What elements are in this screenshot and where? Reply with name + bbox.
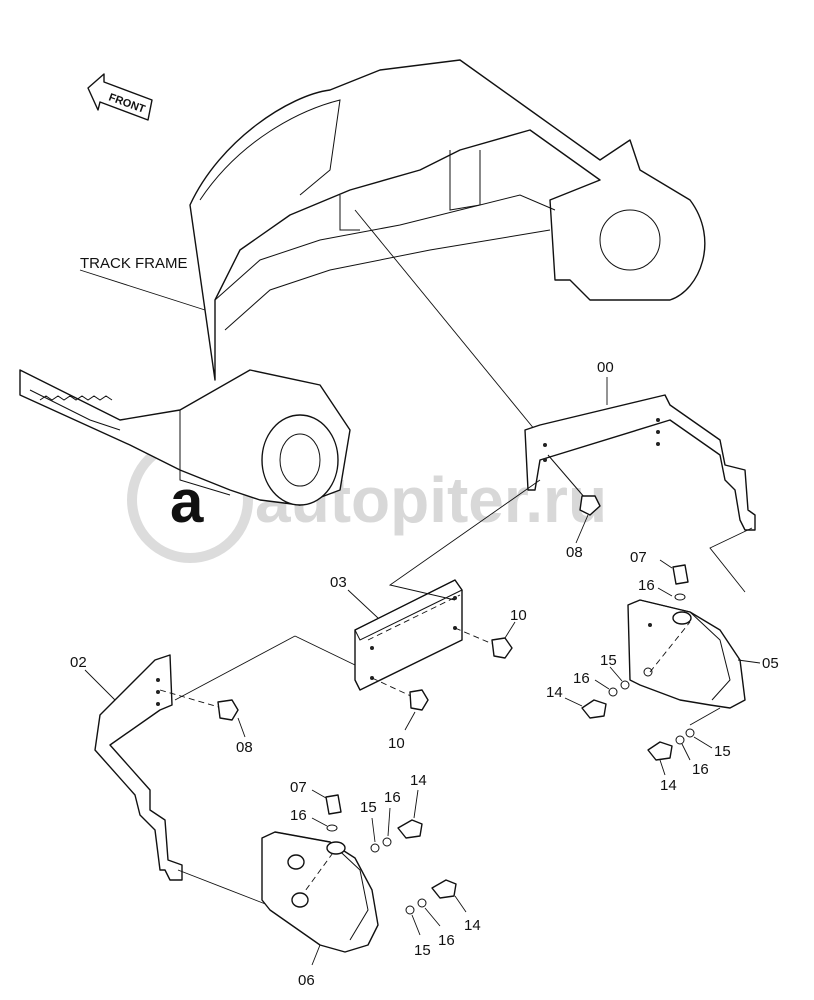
bolt-08-lower: 08 [159, 689, 253, 756]
link-03-02b [174, 635, 296, 701]
link-02-06 [177, 869, 269, 906]
label-14-upper-a: 14 [546, 684, 563, 701]
fasteners-06-upper: 15 16 14 [360, 772, 427, 853]
label-14-lower-b: 14 [464, 917, 481, 934]
bolt-07-upper: 07 16 [630, 549, 689, 601]
label-10-upper: 10 [510, 607, 527, 624]
label-08-lower: 08 [236, 739, 253, 756]
front-arrow-icon: FRONT [87, 73, 153, 121]
label-05: 05 [762, 655, 779, 672]
leader-frame-to-00 [354, 209, 536, 431]
label-10-lower: 10 [388, 735, 405, 752]
label-08-upper: 08 [566, 544, 583, 561]
track-frame: TRACK FRAME [19, 59, 706, 506]
part-00-cover-bracket: 00 [524, 359, 756, 531]
svg-text:a: a [170, 468, 204, 535]
label-16-upper-a: 16 [638, 577, 655, 594]
part-05-cover: 05 [627, 599, 779, 709]
bolt-10-lower: 10 [371, 677, 429, 752]
label-15-lower-a: 15 [360, 799, 377, 816]
label-06: 06 [298, 972, 315, 989]
bolt-08-upper: 08 [547, 454, 601, 561]
label-14-lower-a: 14 [410, 772, 427, 789]
track-frame-label: TRACK FRAME [80, 255, 188, 272]
label-16-lower-a: 16 [290, 807, 307, 824]
label-07-lower: 07 [290, 779, 307, 796]
label-00: 00 [597, 359, 614, 376]
label-03: 03 [330, 574, 347, 591]
part-03-plate: 03 [330, 574, 463, 691]
label-07-upper: 07 [630, 549, 647, 566]
label-15-upper-b: 15 [714, 743, 731, 760]
label-15-upper: 15 [600, 652, 617, 669]
label-16-upper-b: 16 [573, 670, 590, 687]
label-16-upper-c: 16 [692, 761, 709, 778]
bolt-07-lower: 07 16 [290, 779, 342, 832]
bolt-10-upper: 10 [454, 607, 527, 659]
leader-05-washers [689, 707, 721, 726]
label-14-upper-b: 14 [660, 777, 677, 794]
label-16-lower-c: 16 [438, 932, 455, 949]
link-00-03 [388, 479, 541, 601]
part-06-cover: 06 [261, 831, 379, 989]
fasteners-05-left: 15 16 14 [546, 652, 630, 719]
fasteners-05-lower: 15 16 14 [647, 728, 731, 794]
link-00-05 [709, 527, 753, 593]
part-02-cover-bracket: 02 [70, 654, 183, 881]
fasteners-06-lower: 15 16 14 [405, 879, 481, 959]
label-15-lower-b: 15 [414, 942, 431, 959]
link-03-02 [294, 635, 356, 666]
label-16-lower-b: 16 [384, 789, 401, 806]
label-02: 02 [70, 654, 87, 671]
